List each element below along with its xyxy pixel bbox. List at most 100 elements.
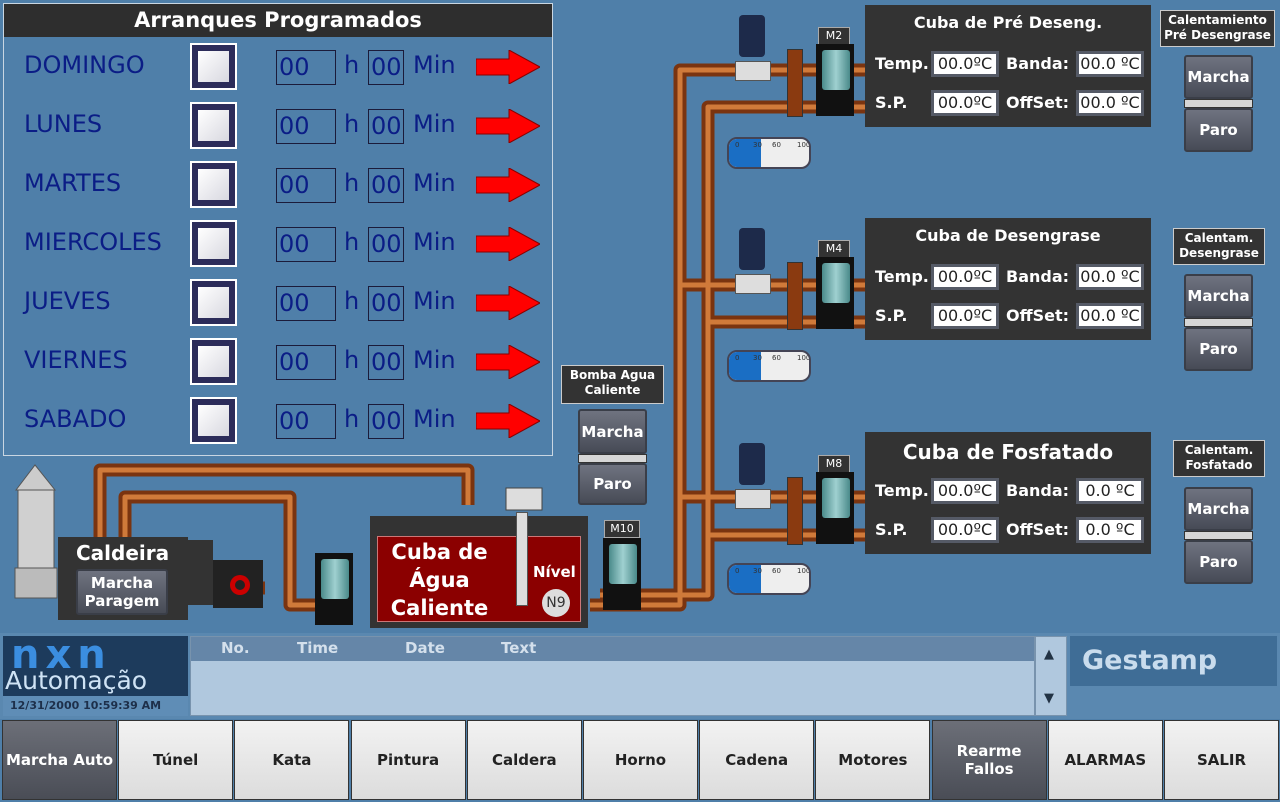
motor-label: M10 xyxy=(604,520,640,538)
day-enable-checkbox[interactable] xyxy=(190,102,237,149)
minute-unit: Min xyxy=(413,51,456,79)
pump-motor-icon[interactable] xyxy=(816,44,854,116)
setpoint-input[interactable]: 00.0ºC xyxy=(931,303,999,329)
minute-unit: Min xyxy=(413,287,456,315)
separator xyxy=(1184,99,1253,108)
heating-paro-button[interactable]: Paro xyxy=(1184,327,1253,371)
nav-button-motores[interactable]: Motores xyxy=(815,720,931,800)
nav-button-pintura[interactable]: Pintura xyxy=(350,720,466,800)
gauge-tick-label: 30 xyxy=(753,567,762,575)
heating-label: Calentam. Desengrase xyxy=(1173,228,1265,265)
hour-input[interactable]: 00 xyxy=(276,227,336,262)
day-enable-checkbox[interactable] xyxy=(190,161,237,208)
day-label: VIERNES xyxy=(24,346,128,374)
logo-subtitle: Automação xyxy=(5,666,148,695)
minute-input[interactable]: 00 xyxy=(368,345,404,380)
nav-button-marcha-auto[interactable]: Marcha Auto xyxy=(2,720,117,800)
gauge-tick-label: 100 xyxy=(797,354,811,362)
gauge-tick-label: 60 xyxy=(772,567,781,575)
temp-label: Temp. xyxy=(875,54,929,73)
offset-input[interactable]: 0.0 ºC xyxy=(1076,517,1144,543)
offset-input[interactable]: 00.0 ºC xyxy=(1076,303,1144,329)
pump-motor-icon[interactable] xyxy=(816,472,854,544)
hour-input[interactable]: 00 xyxy=(276,404,336,439)
nav-button-alarmas[interactable]: ALARMAS xyxy=(1047,720,1163,800)
level-probe xyxy=(516,512,528,606)
pump-motor-icon[interactable] xyxy=(315,553,353,625)
gestamp-text: Gestamp xyxy=(1082,645,1218,676)
pump-motor-icon[interactable] xyxy=(816,257,854,329)
chimney-icon xyxy=(14,464,58,599)
hour-unit: h xyxy=(344,287,360,315)
arrow-right-icon xyxy=(476,404,540,438)
valve-icon[interactable] xyxy=(735,274,771,294)
gauge-tick-label: 100 xyxy=(797,567,811,575)
arrow-right-icon xyxy=(476,286,540,320)
day-label: MARTES xyxy=(24,169,122,197)
day-enable-checkbox[interactable] xyxy=(190,338,237,385)
nav-button-rearme-fallos[interactable]: Rearme Fallos xyxy=(931,720,1047,800)
heating-marcha-button[interactable]: Marcha xyxy=(1184,487,1253,531)
setpoint-input[interactable]: 00.0ºC xyxy=(931,517,999,543)
valve-icon[interactable] xyxy=(735,489,771,509)
offset-input[interactable]: 00.0 ºC xyxy=(1076,90,1144,116)
nav-button-túnel[interactable]: Túnel xyxy=(118,720,234,800)
banda-input[interactable]: 00.0 ºC xyxy=(1076,51,1144,77)
col-date[interactable]: Date xyxy=(405,639,445,657)
col-time[interactable]: Time xyxy=(297,639,339,657)
nav-button-kata[interactable]: Kata xyxy=(234,720,350,800)
pump-marcha-button[interactable]: Marcha xyxy=(578,409,647,454)
temp-label: Temp. xyxy=(875,481,929,500)
day-enable-checkbox[interactable] xyxy=(190,43,237,90)
pump-motor-icon[interactable] xyxy=(603,538,641,610)
day-enable-checkbox[interactable] xyxy=(190,220,237,267)
hour-input[interactable]: 00 xyxy=(276,345,336,380)
scroll-down-icon[interactable]: ▼ xyxy=(1044,691,1054,706)
banda-input[interactable]: 00.0 ºC xyxy=(1076,264,1144,290)
minute-unit: Min xyxy=(413,228,456,256)
hour-input[interactable]: 00 xyxy=(276,286,336,321)
nxn-logo: nxn Automação 12/31/2000 10:59:39 AM xyxy=(3,632,188,716)
minute-input[interactable]: 00 xyxy=(368,404,404,439)
heating-paro-button[interactable]: Paro xyxy=(1184,540,1253,584)
scroll-up-icon[interactable]: ▲ xyxy=(1044,647,1054,662)
minute-input[interactable]: 00 xyxy=(368,227,404,262)
minute-input[interactable]: 00 xyxy=(368,50,404,85)
nav-button-caldera[interactable]: Caldera xyxy=(466,720,582,800)
alarm-scrollbar[interactable]: ▲ ▼ xyxy=(1035,636,1067,716)
alarm-view[interactable]: No. Time Date Text xyxy=(190,636,1035,716)
hour-input[interactable]: 00 xyxy=(276,50,336,85)
day-enable-checkbox[interactable] xyxy=(190,397,237,444)
valve-actuator-icon xyxy=(739,15,765,57)
hour-unit: h xyxy=(344,110,360,138)
flange-icon xyxy=(787,262,803,330)
logo-brand: nxn xyxy=(11,632,112,678)
minute-input[interactable]: 00 xyxy=(368,286,404,321)
separator xyxy=(578,454,647,463)
day-enable-checkbox[interactable] xyxy=(190,279,237,326)
separator xyxy=(1184,318,1253,327)
valve-icon[interactable] xyxy=(735,61,771,81)
gauge-tick-label: 0 xyxy=(735,141,740,149)
nav-button-horno[interactable]: Horno xyxy=(583,720,698,800)
boiler-marcha-paragem-button[interactable]: Marcha Paragem xyxy=(76,569,168,615)
nav-button-cadena[interactable]: Cadena xyxy=(699,720,815,800)
hour-input[interactable]: 00 xyxy=(276,168,336,203)
heating-marcha-button[interactable]: Marcha xyxy=(1184,274,1253,318)
pump-paro-button[interactable]: Paro xyxy=(578,463,647,505)
heating-marcha-button[interactable]: Marcha xyxy=(1184,55,1253,99)
setpoint-input[interactable]: 00.0ºC xyxy=(931,90,999,116)
hour-unit: h xyxy=(344,346,360,374)
col-text[interactable]: Text xyxy=(501,639,537,657)
heating-paro-button[interactable]: Paro xyxy=(1184,108,1253,152)
hour-unit: h xyxy=(344,405,360,433)
hour-input[interactable]: 00 xyxy=(276,109,336,144)
col-no[interactable]: No. xyxy=(221,639,250,657)
datetime: 12/31/2000 10:59:39 AM xyxy=(3,696,188,716)
scheduled-starts-panel: Arranques Programados xyxy=(3,3,553,456)
minute-input[interactable]: 00 xyxy=(368,168,404,203)
nav-button-salir[interactable]: SALIR xyxy=(1164,720,1279,800)
minute-input[interactable]: 00 xyxy=(368,109,404,144)
banda-input[interactable]: 0.0 ºC xyxy=(1076,478,1144,504)
tank-panel: Cuba de Fosfatado Temp. 00.0ºC Banda: 0.… xyxy=(865,432,1151,554)
